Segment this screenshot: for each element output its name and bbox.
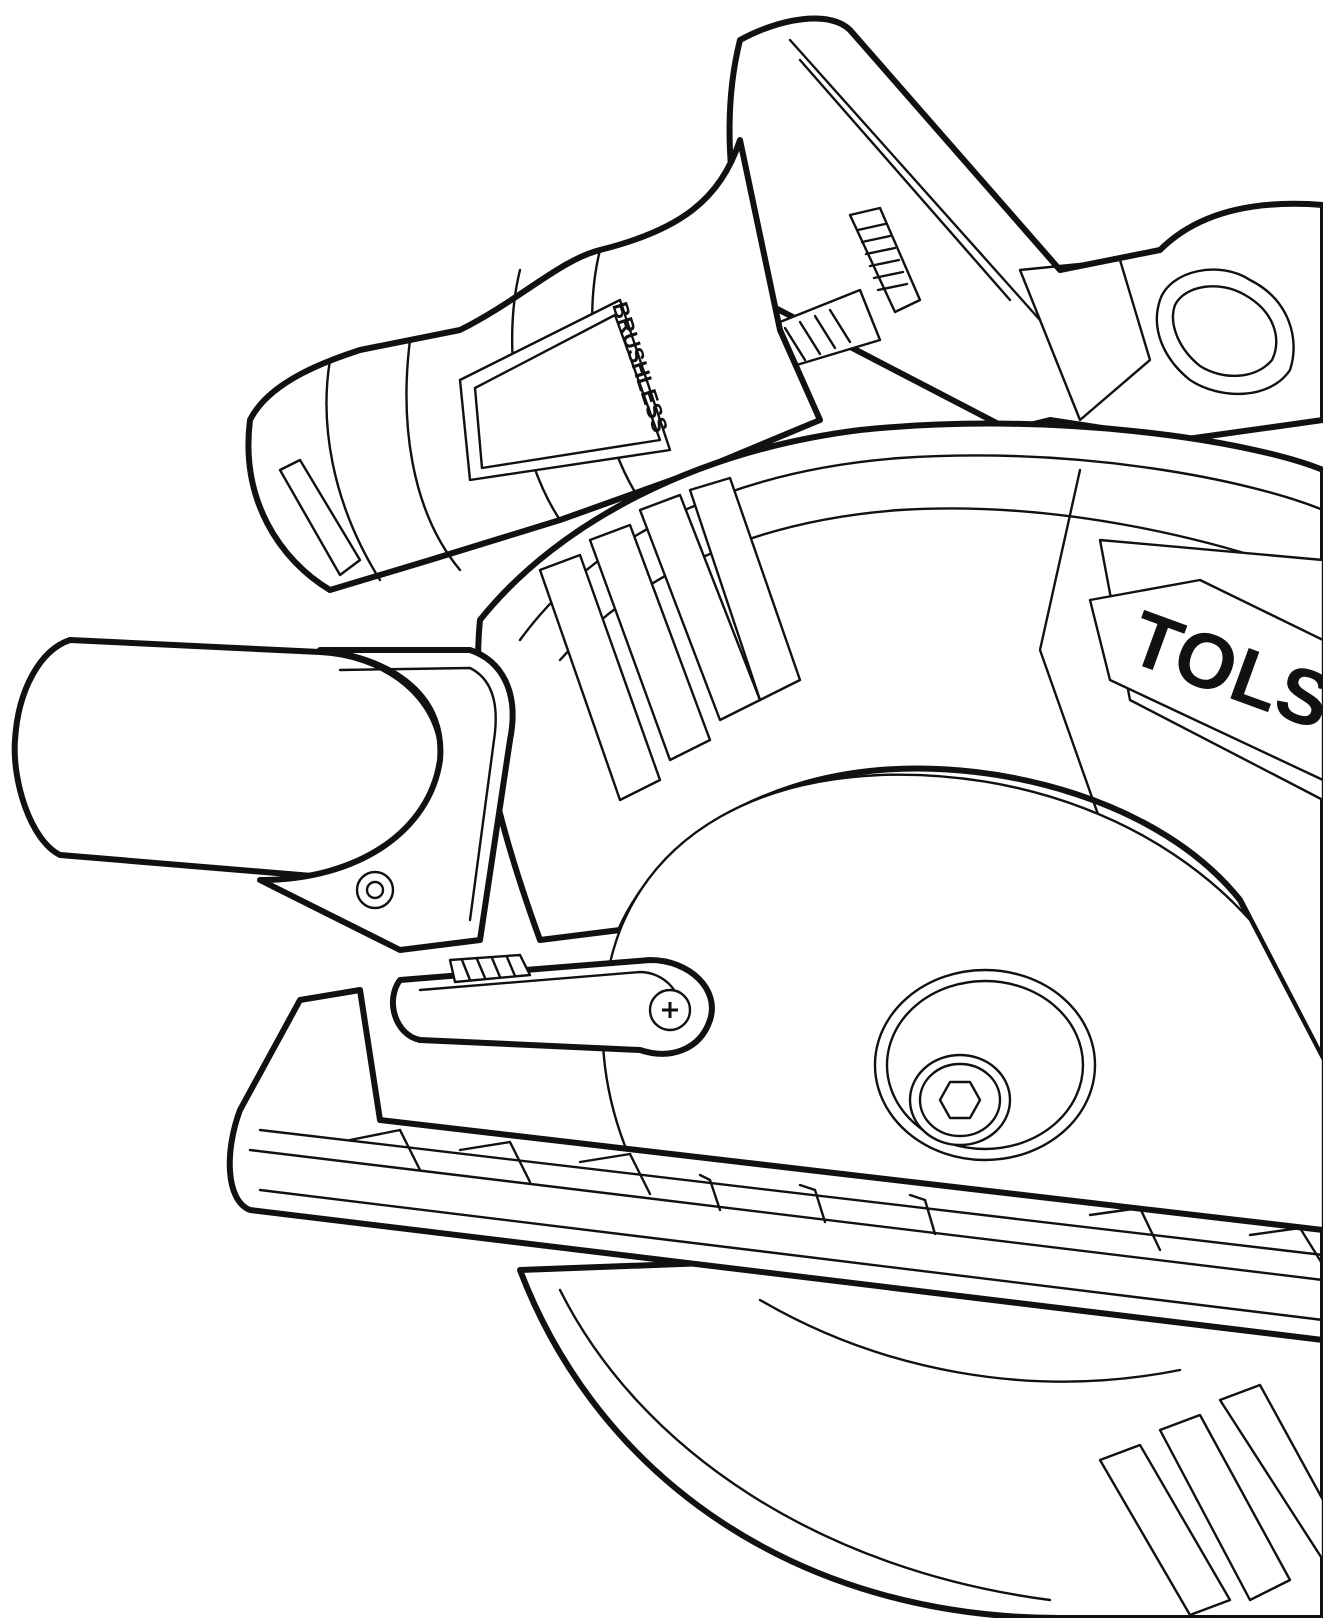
lower-guard-ribs [1098,1383,1323,1617]
bevel-lock-lever [389,953,715,1057]
base-plate [226,987,1323,1343]
arbor-bolt-icon [938,1080,982,1120]
guard-ribs [538,476,802,802]
saw-blade [517,1237,1323,1618]
blade-window [601,773,1323,1252]
rear-handle [726,15,1323,443]
dust-port [11,637,516,953]
